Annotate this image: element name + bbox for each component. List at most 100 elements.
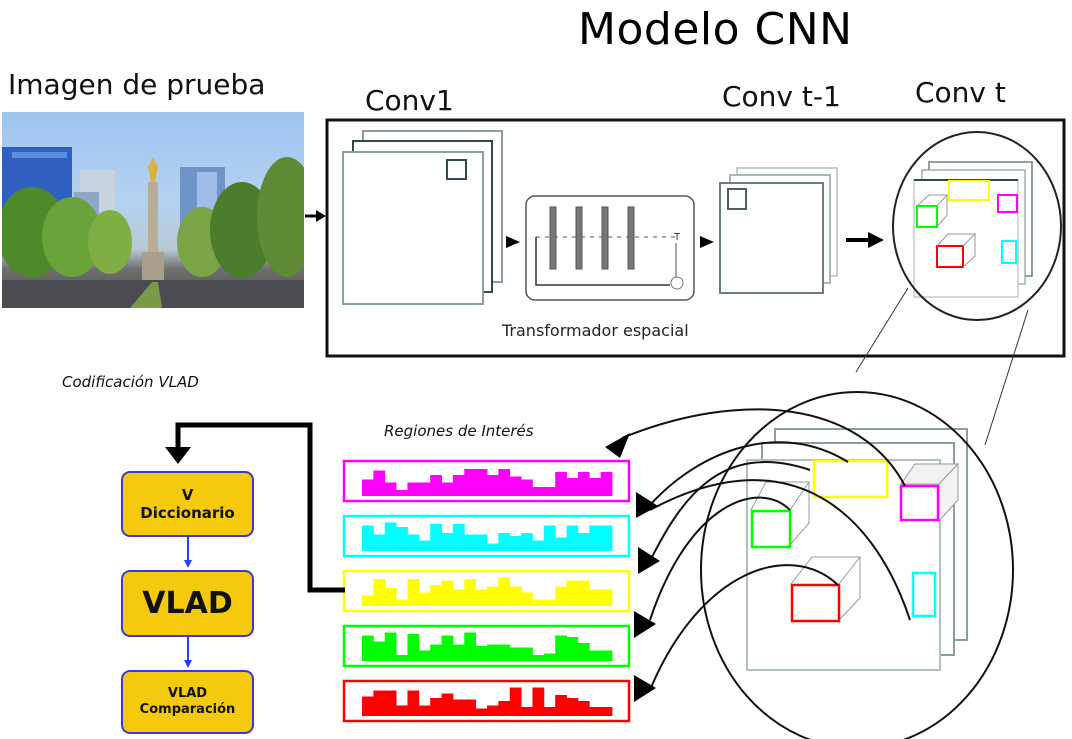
vlad-encoding-box: VLAD xyxy=(121,570,254,637)
histogram-bin xyxy=(509,647,522,661)
histogram-bin xyxy=(384,632,397,661)
histogram-bin xyxy=(452,475,465,496)
histogram-bin xyxy=(362,635,374,661)
spatial-transformer-block: T xyxy=(525,195,695,301)
histogram-bin xyxy=(464,469,477,496)
histogram-bin xyxy=(441,635,454,661)
histogram-bin xyxy=(396,705,408,716)
histogram-bin xyxy=(532,540,545,551)
histogram-bin xyxy=(373,534,386,551)
magenta-region xyxy=(899,484,940,522)
tree xyxy=(257,157,304,277)
histogram-bin xyxy=(475,589,488,606)
histogram-bin xyxy=(498,701,511,716)
histogram-bin xyxy=(441,693,454,716)
histogram-bin xyxy=(487,644,499,661)
test-image-photo xyxy=(2,112,304,308)
monument-column xyxy=(148,182,158,282)
histogram-bin xyxy=(430,475,442,496)
arrowhead-icon xyxy=(506,236,520,248)
transformer-label: Transformador espacial xyxy=(502,321,689,340)
transformer-layer xyxy=(627,206,635,270)
histogram-bin xyxy=(589,650,602,661)
histogram-bin xyxy=(452,699,465,716)
histogram-bin xyxy=(566,698,579,716)
vlad-comparison-line2: Comparación xyxy=(139,702,236,717)
region-arrows xyxy=(621,408,911,691)
regions-label: Regiones de Interés xyxy=(384,422,534,440)
vlad-feedback-arrow xyxy=(175,422,345,593)
vlad-comparison-box: VLAD Comparación xyxy=(121,670,254,734)
histogram-bin xyxy=(543,525,556,551)
yellow-region xyxy=(948,180,990,201)
histogram-bin xyxy=(430,644,442,661)
zoomed-feature-maps xyxy=(746,428,968,671)
histogram-bin xyxy=(600,525,613,551)
histogram-bin xyxy=(532,687,545,716)
histogram-bin xyxy=(384,482,397,496)
histogram-bin xyxy=(577,643,590,661)
histogram-bin xyxy=(498,533,511,551)
histogram-bin xyxy=(589,589,602,606)
histogram-bin xyxy=(407,690,420,716)
histogram-bin xyxy=(396,655,408,661)
vlad-section-label: Codificación VLAD xyxy=(62,373,199,391)
histogram-bin xyxy=(430,585,442,606)
histogram-bin xyxy=(452,644,465,661)
histogram-bin xyxy=(532,600,545,606)
vlad-comparison-line1: VLAD xyxy=(167,686,208,702)
histogram-bin xyxy=(589,478,602,496)
vlad-dictionary-box: V Diccionario xyxy=(121,471,254,537)
histogram-bin xyxy=(543,707,556,716)
arrowhead-icon xyxy=(634,611,656,638)
test-image-label: Imagen de prueba xyxy=(8,68,266,101)
arrow-yellow-top xyxy=(649,441,849,506)
multiply-icon xyxy=(670,276,684,290)
histogram-bin xyxy=(509,476,522,496)
zoom-circle-small xyxy=(892,131,1062,321)
building xyxy=(12,152,67,158)
zoom-guide-line xyxy=(855,287,909,373)
histogram-bin xyxy=(577,580,590,606)
histogram-bin xyxy=(430,524,442,551)
histogram-bin xyxy=(464,534,477,551)
histogram-bin xyxy=(384,522,397,551)
histogram-bin xyxy=(373,690,386,716)
histogram-bin xyxy=(600,472,613,496)
cyan-region xyxy=(911,571,937,618)
histogram-bin xyxy=(543,653,556,661)
histogram-bin xyxy=(373,470,386,496)
cyan-region xyxy=(1001,240,1017,264)
arrow-green xyxy=(649,496,791,621)
arrowhead-down-icon xyxy=(165,447,191,464)
green-region xyxy=(750,509,792,549)
histogram-bin xyxy=(521,707,533,716)
histogram-bin xyxy=(498,644,511,661)
histogram-bin xyxy=(532,655,545,661)
histogram-bin xyxy=(555,586,567,606)
histogram-bin xyxy=(600,707,613,716)
conv-t-feature-maps xyxy=(913,161,1033,298)
histogram-bin xyxy=(464,632,477,661)
vlad-encoding-label: VLAD xyxy=(142,585,233,621)
conv-t-minus-1-kernel xyxy=(727,188,747,210)
histogram-bin xyxy=(577,472,590,496)
histogram-bin xyxy=(555,537,567,551)
transformer-layer xyxy=(575,206,583,270)
histogram-bin xyxy=(600,589,613,606)
transformer-layer xyxy=(549,206,557,270)
histogram-bin xyxy=(577,533,590,551)
histogram-bin xyxy=(407,579,420,606)
histogram-bin xyxy=(362,479,374,496)
histogram-bin xyxy=(362,696,374,716)
histogram-bin xyxy=(566,478,579,496)
conv1-label: Conv1 xyxy=(365,84,454,117)
regions-of-interest-histograms xyxy=(342,459,631,723)
histogram-bin xyxy=(362,525,374,551)
histogram-bin xyxy=(521,479,533,496)
histogram-bin xyxy=(589,707,602,716)
histogram-bin xyxy=(373,579,386,606)
histogram-bin xyxy=(566,580,579,606)
histogram-bin xyxy=(475,534,488,551)
arrowhead-icon xyxy=(634,675,656,702)
